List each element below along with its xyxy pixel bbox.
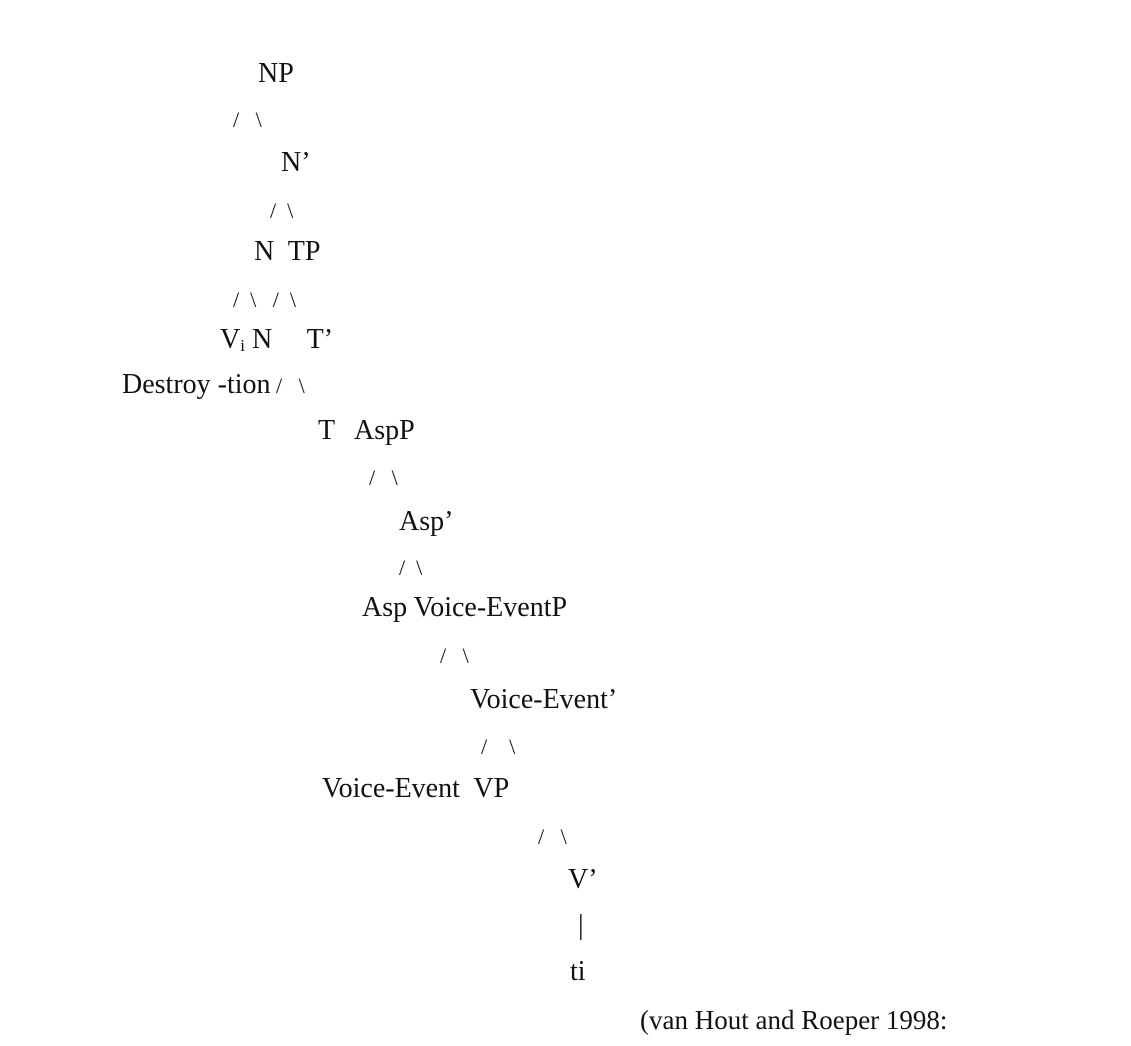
- index-i: i: [240, 336, 245, 355]
- branches-np: / \: [233, 107, 262, 132]
- branches-n-tp: / \ / \: [233, 287, 296, 312]
- node-voice-event-vp: Voice-Event VP: [322, 773, 510, 804]
- branch-v-bar: |: [578, 910, 584, 941]
- branches-tbar: / \: [270, 373, 305, 398]
- node-vi-n-tbar: Vi N T’: [220, 326, 333, 360]
- node-voice-event-bar: Voice-Event’: [470, 684, 618, 715]
- node-n-tbar: N T’: [244, 324, 334, 355]
- trace-t: t: [570, 956, 578, 987]
- leaf-destroy-tion: Destroy -tion: [122, 369, 271, 400]
- branches-aspp: / \: [369, 465, 398, 490]
- row-destroy-tion: Destroy -tion / \: [122, 371, 305, 400]
- node-asp-voice-eventp: Asp Voice-EventP: [362, 592, 568, 623]
- branches-voice-eventp: / \: [440, 643, 469, 668]
- node-n-tp: N TP: [254, 236, 321, 267]
- node-v-bar: V’: [568, 864, 598, 895]
- node-np: NP: [258, 58, 294, 89]
- node-trace-ti: ti: [570, 958, 586, 986]
- node-t-aspp: T AspP: [318, 415, 415, 446]
- node-asp-bar: Asp’: [399, 506, 454, 537]
- branches-voice-event-bar: / \: [481, 734, 516, 759]
- node-n-bar: N’: [281, 147, 311, 178]
- branches-vp: / \: [538, 824, 567, 849]
- branches-asp-bar: / \: [399, 555, 423, 580]
- citation: (van Hout and Roeper 1998:: [640, 1005, 955, 1035]
- trace-index-i: i: [577, 956, 586, 987]
- branches-n-bar: / \: [270, 198, 294, 223]
- node-v: V: [220, 324, 241, 355]
